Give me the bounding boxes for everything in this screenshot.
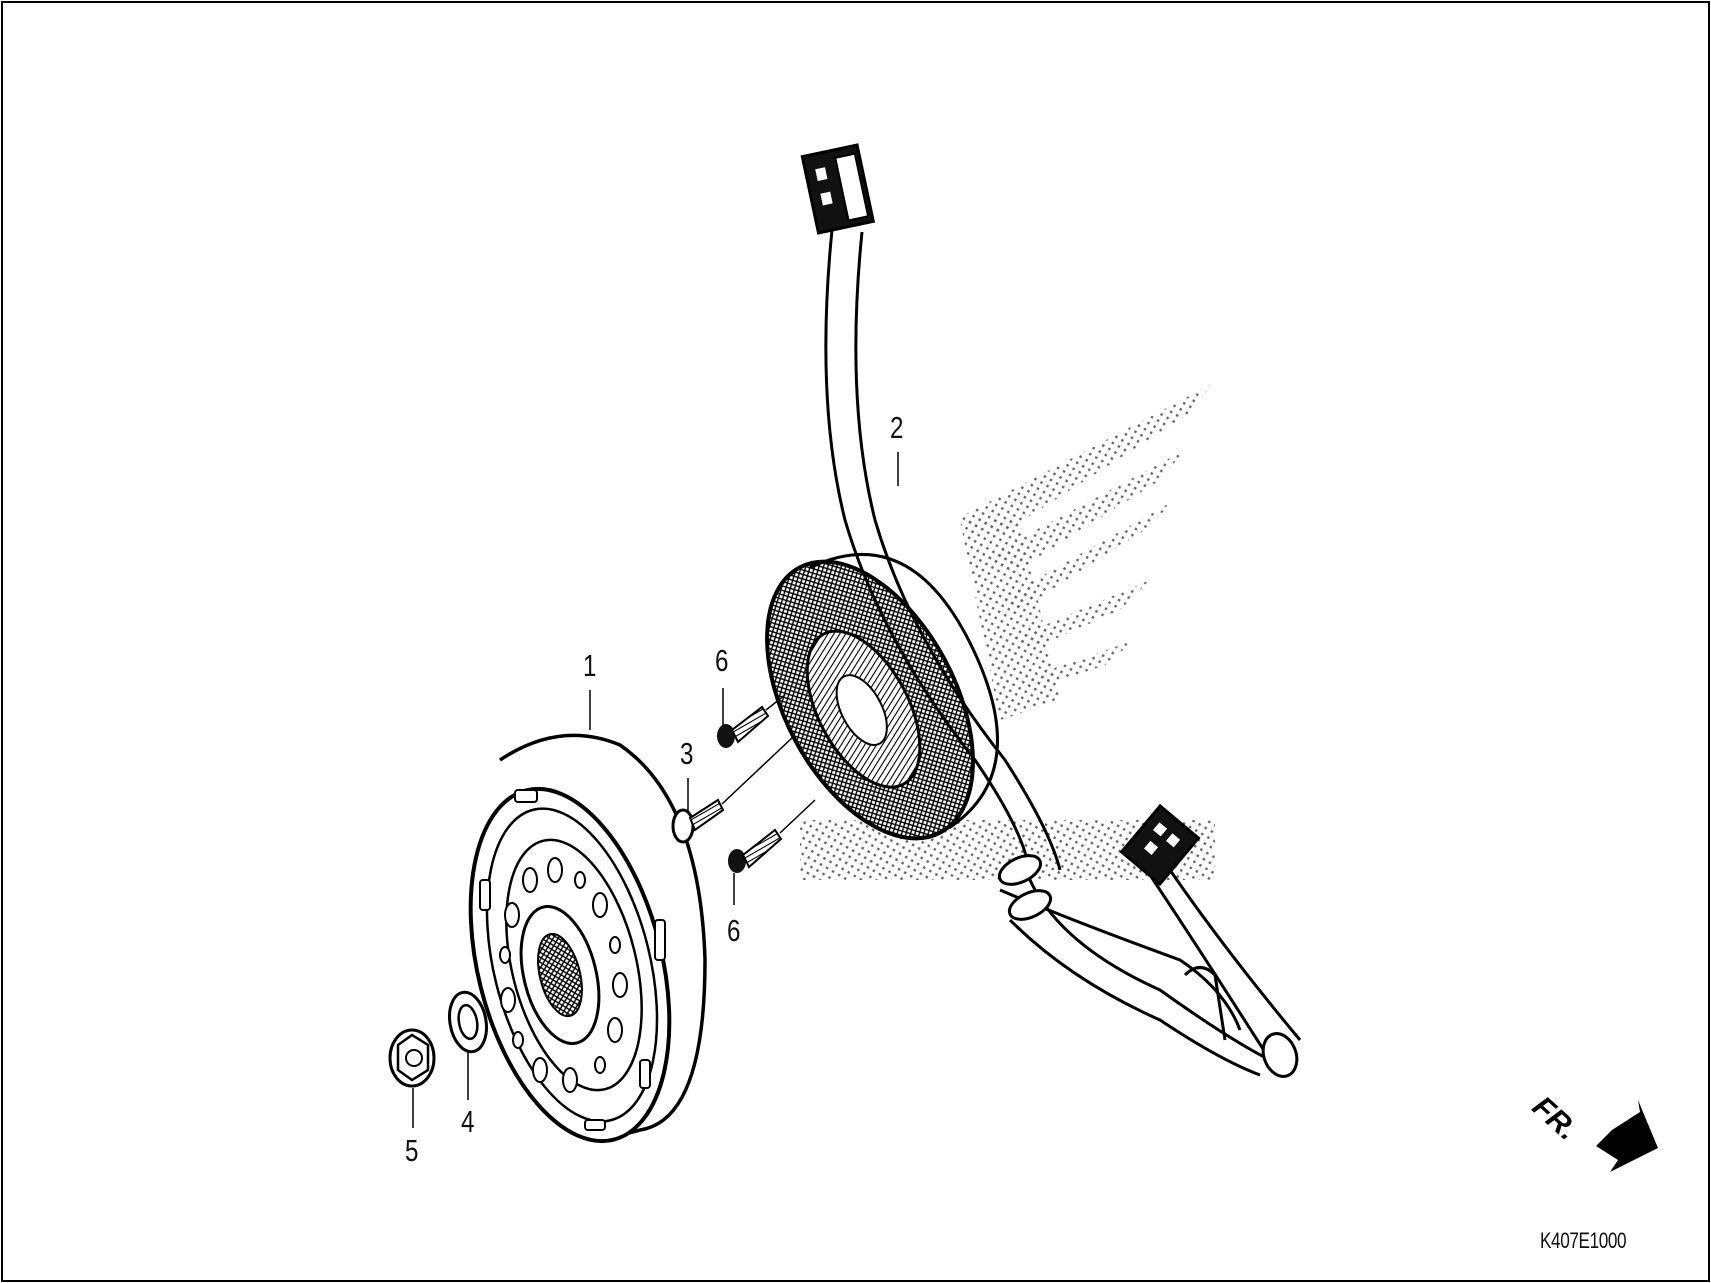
stator-back-rim — [810, 552, 999, 829]
bolt-3 — [671, 736, 794, 844]
callout-1: 1 — [583, 648, 597, 683]
wing-watermark — [800, 385, 1215, 880]
callout-5: 5 — [405, 1133, 419, 1168]
callout-3: 3 — [680, 736, 694, 771]
callout-6-upper: 6 — [715, 643, 729, 678]
side-connector — [1119, 803, 1201, 887]
arrow-down-right-icon — [1596, 1100, 1658, 1172]
callout-4: 4 — [461, 1104, 475, 1139]
stator-center — [835, 674, 888, 746]
bolt-6-upper — [717, 694, 786, 748]
flange-nut — [388, 1028, 436, 1088]
callout-2: 2 — [890, 410, 904, 445]
wing-feather-1 — [955, 385, 1210, 535]
callout-6-lower: 6 — [727, 913, 741, 948]
washer — [448, 990, 488, 1054]
flywheel-slots — [479, 789, 666, 1131]
wing-feather-3 — [1000, 500, 1175, 610]
wing-feather-2 — [980, 450, 1185, 575]
figure-code: K407E1000 — [1540, 1228, 1627, 1253]
wing-body — [960, 520, 1060, 720]
flywheel-bore — [537, 932, 583, 1018]
top-connector — [800, 143, 876, 235]
wire-harness — [824, 229, 1302, 1078]
bolt-6-lower — [728, 799, 816, 873]
flywheel — [468, 733, 707, 1144]
flywheel-holes — [499, 857, 628, 1093]
